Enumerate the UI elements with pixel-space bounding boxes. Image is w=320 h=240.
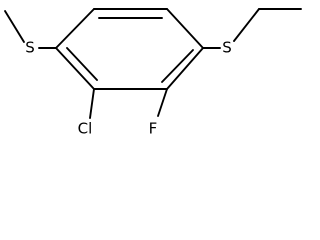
ring-bond-top-right xyxy=(166,8,204,49)
ring-bond-bottom-right xyxy=(166,47,204,90)
right-sulfur-label: S xyxy=(222,39,232,57)
fluorine-label: F xyxy=(149,120,158,138)
ring-bond-bottom-left xyxy=(55,47,95,90)
ring-bond-top-left xyxy=(55,8,95,49)
ring-double-bond-left xyxy=(66,47,98,81)
left-s-methyl-bond xyxy=(4,10,25,43)
structure-diagram: S S Cl F xyxy=(4,8,302,138)
chlorine-label: Cl xyxy=(78,120,93,138)
ring-double-bond-right xyxy=(161,49,194,83)
chlorine-bond xyxy=(89,88,95,119)
left-sulfur-label: S xyxy=(25,39,35,57)
molecule-canvas: S S Cl F xyxy=(4,8,302,138)
fluorine-bond xyxy=(157,88,168,117)
right-s-ethyl-bond-1 xyxy=(233,8,260,42)
